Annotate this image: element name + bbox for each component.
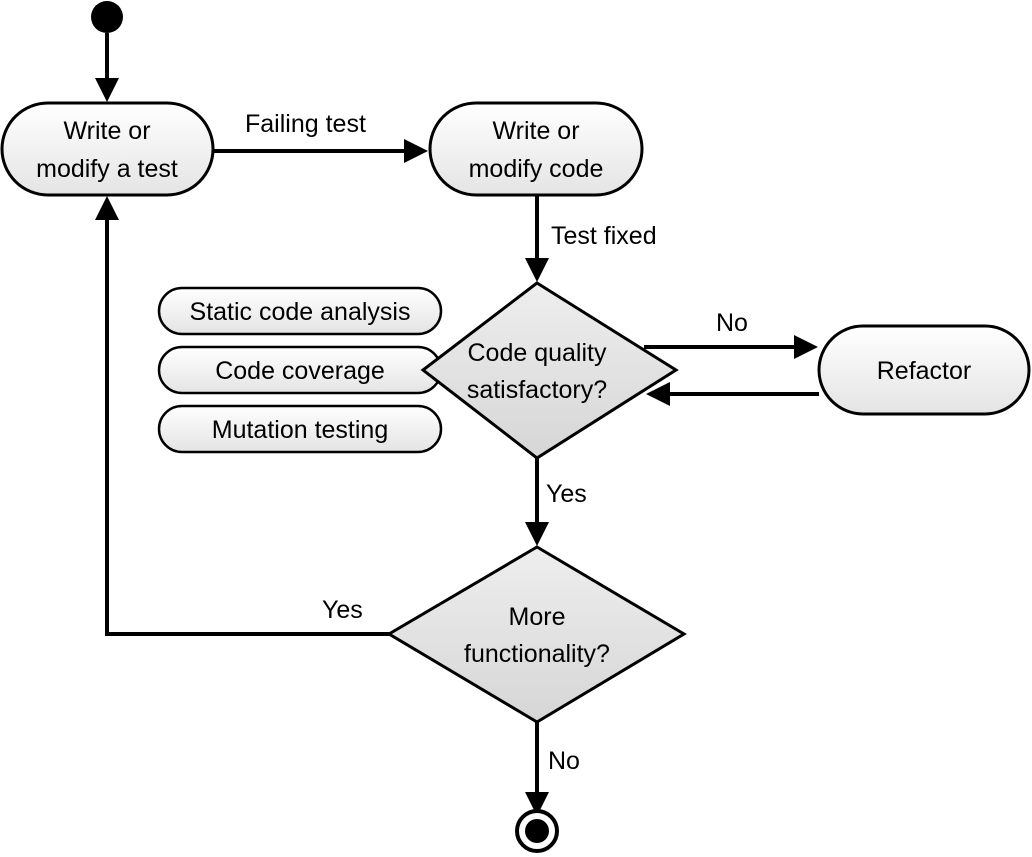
edge-quality-yes: Yes [525,458,587,546]
start-node [91,1,123,33]
edge-start-to-write-test [95,33,119,102]
tool-code-coverage: Code coverage [157,345,443,395]
quality-decision-label-line-1: Code quality [468,339,607,367]
more-no-label: No [548,747,580,775]
end-node [515,809,559,853]
edge-refactor-return [646,382,819,406]
more-decision-label-line-1: More [509,603,566,631]
refactor-label: Refactor [877,357,971,385]
edge-failing-test: Failing test [213,110,428,163]
more-decision-label-line-2: functionality? [464,640,610,668]
edge-more-no: No [525,722,580,816]
write-test-node: Write or modify a test [0,101,215,197]
tool-static-analysis-label: Static code analysis [190,298,411,326]
refactor-node: Refactor [817,324,1031,416]
tool-mutation-testing: Mutation testing [157,404,443,454]
write-test-label-line-1: Write or [63,117,150,145]
test-fixed-label: Test fixed [551,222,657,250]
quality-yes-label: Yes [546,480,587,508]
quality-decision-node: Code quality satisfactory? [420,281,679,460]
tool-static-analysis: Static code analysis [157,286,443,336]
write-code-label-line-1: Write or [492,117,579,145]
quality-decision-label-line-2: satisfactory? [467,376,607,404]
edge-quality-no: No [644,309,818,359]
write-test-label-line-2: modify a test [36,155,178,183]
tool-mutation-testing-label: Mutation testing [212,416,389,444]
edge-more-yes: Yes [95,196,389,636]
write-code-label-line-2: modify code [469,155,604,183]
write-code-node: Write or modify code [428,101,644,197]
tool-code-coverage-label: Code coverage [215,357,385,385]
edge-test-fixed: Test fixed [525,195,657,282]
quality-no-label: No [716,309,748,337]
failing-test-label: Failing test [245,110,366,138]
more-yes-label: Yes [322,596,363,624]
more-decision-node: More functionality? [386,545,687,724]
